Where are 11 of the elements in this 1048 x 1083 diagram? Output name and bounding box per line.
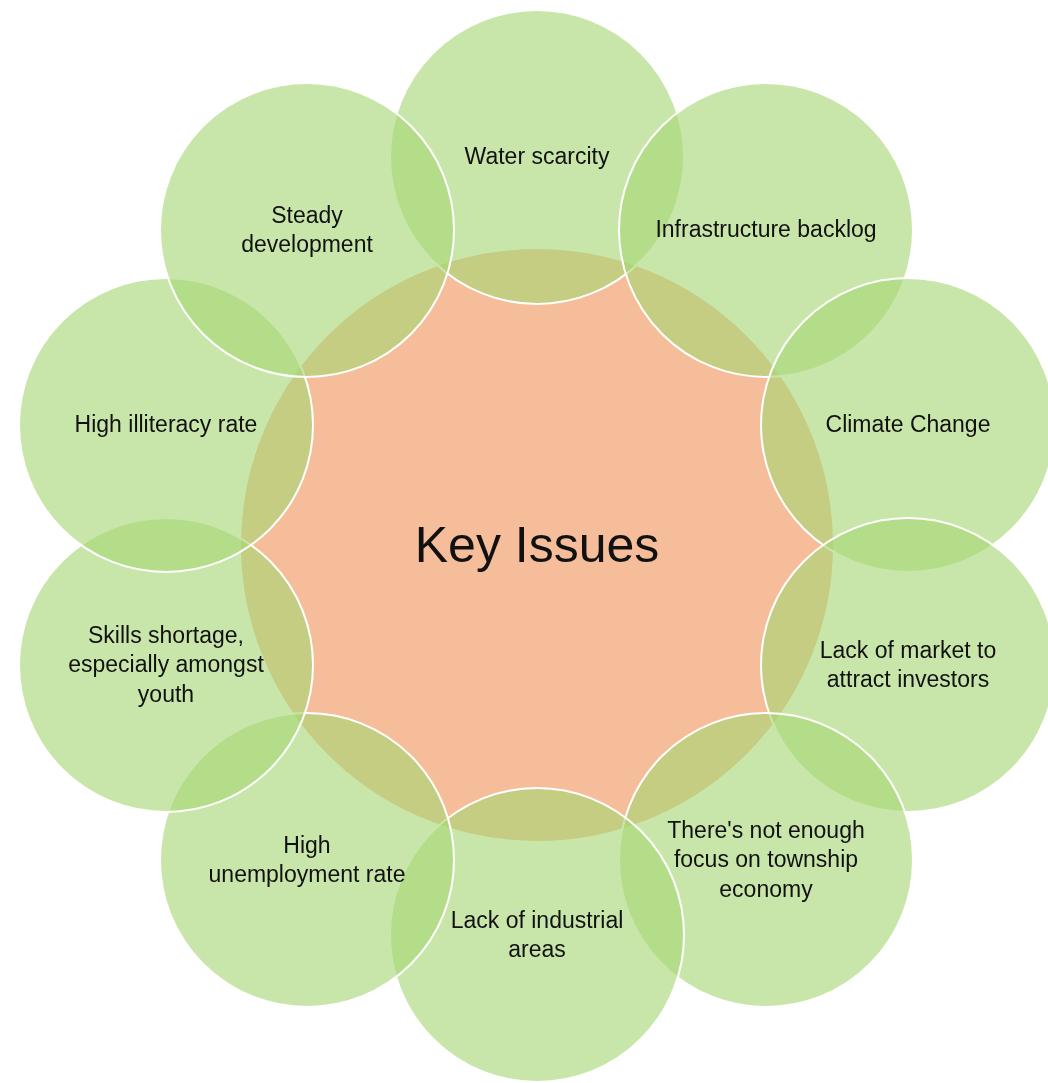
node-text: High illiteracy rate <box>73 410 259 440</box>
node-text: Skills shortage, especially amongst youth <box>67 621 265 709</box>
node-text: Key Issues <box>413 517 661 573</box>
node-text: Lack of market to attract investors <box>818 635 998 694</box>
node-text: There's not enough focus on township economy <box>666 816 866 904</box>
node-text: Infrastructure backlog <box>654 215 878 245</box>
node-text: Steady development <box>240 200 374 259</box>
node-text: Climate Change <box>824 410 992 440</box>
node-text: Lack of industrial areas <box>449 905 625 964</box>
node-text: Water scarcity <box>463 142 611 172</box>
node-text: High unemployment rate <box>207 830 407 889</box>
